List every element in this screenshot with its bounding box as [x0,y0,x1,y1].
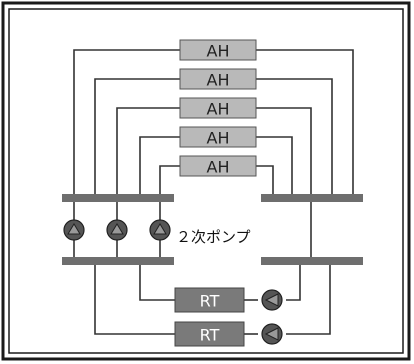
pump-arrow-icon [67,223,81,235]
pipe-lines [73,49,354,335]
ah-supply-pipe [116,107,180,194]
refrigerator-group: RT RT [174,287,283,347]
rt1-supply-pipe [139,265,175,301]
pump-arrow-icon [153,223,167,235]
ah-box [179,155,257,177]
return-header-left [261,194,363,202]
ah-return-pipe [256,78,333,194]
rt-pump-arrow-icon [264,293,279,307]
rt-pump-arrow-icon [264,327,279,341]
ah-label: AH [207,100,230,119]
ah-supply-pipe [139,136,180,194]
supply-header-bottom-left [62,257,174,265]
rt-box [174,287,245,313]
ah-label: AH [207,71,230,90]
ah-box [179,97,257,119]
ah-box [179,68,257,90]
outer-frame [1,1,411,361]
ah-return-pipe [256,107,312,194]
ah-supply-pipe [73,49,180,194]
ah-label: AH [207,158,230,177]
pump-arrow-icon [110,223,124,235]
ah-label: AH [207,129,230,148]
rt2-supply-pipe [94,265,175,335]
inner-frame [8,8,404,354]
rt-label: RT [200,326,220,345]
ah-supply-pipe [159,165,180,194]
air-handler-group: AH AH AH AH AH [179,39,257,177]
return-header-bottom-right [261,257,363,265]
rt2-return-pipe [286,265,331,335]
secondary-pump-group [63,219,171,241]
ah-box [179,39,257,61]
supply-header-left [62,194,174,202]
ah-label: AH [207,42,230,61]
ah-supply-pipe [94,78,180,194]
rt1-return-pipe [286,265,301,301]
ah-return-pipe [256,49,354,194]
pump-label: ２次ポンプ [176,228,251,246]
ah-box [179,126,257,148]
ah-return-pipe [256,136,293,194]
rt-label: RT [200,292,220,311]
rt-box [174,321,245,347]
ah-return-pipe [256,165,274,194]
